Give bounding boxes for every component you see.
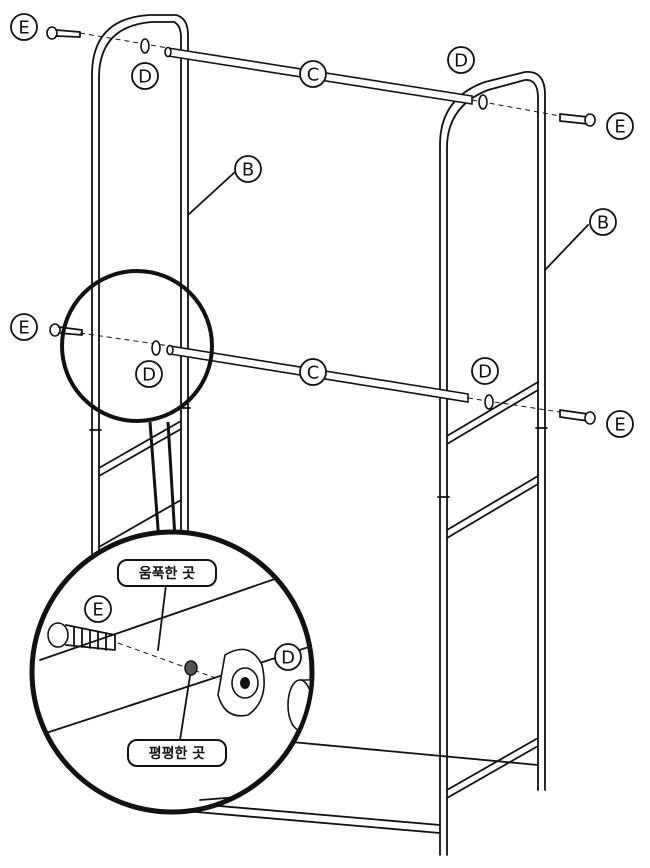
label-d-lower-right: D (471, 357, 499, 385)
label-e-lower-left: E (10, 313, 38, 341)
label-d-lower-left: D (135, 360, 163, 388)
svg-text:B: B (597, 213, 609, 234)
svg-text:E: E (614, 117, 625, 138)
connector-d-lower-right (484, 394, 494, 410)
svg-text:평평한 곳: 평평한 곳 (149, 745, 206, 762)
detail-bolt-e (47, 622, 116, 651)
tag-concave-spot: 움푹한 곳 (117, 559, 217, 587)
bolt-e-upper-left (46, 26, 81, 40)
svg-text:E: E (18, 18, 29, 39)
connector-d-upper-right (478, 94, 488, 110)
magnifier-small-circle (60, 269, 214, 423)
left-frame (89, 14, 191, 561)
svg-text:B: B (242, 160, 254, 181)
connector-d-upper-left (140, 38, 150, 54)
label-d-upper-left: D (131, 62, 159, 90)
label-c-upper: C (299, 60, 327, 88)
svg-text:D: D (138, 67, 152, 88)
flat-spot-hole (184, 660, 198, 676)
svg-text:E: E (614, 415, 625, 436)
svg-text:C: C (307, 65, 320, 86)
label-b-left: B (234, 155, 262, 183)
svg-text:E: E (18, 318, 29, 339)
label-e-detail: E (84, 595, 112, 623)
right-frame (437, 71, 548, 856)
detail-connector-d (217, 648, 265, 717)
label-e-upper-right: E (606, 112, 634, 140)
label-e-upper-left: E (10, 13, 38, 41)
bolt-e-lower-left (49, 323, 83, 337)
svg-text:E: E (92, 600, 103, 621)
label-d-upper-right: D (447, 46, 475, 74)
connector-d-lower-left (151, 340, 161, 356)
bolt-e-lower-right (559, 409, 596, 425)
tag-flat-spot: 평평한 곳 (127, 739, 227, 767)
svg-text:D: D (142, 365, 156, 386)
label-e-lower-right: E (606, 410, 634, 438)
svg-text:D: D (478, 362, 492, 383)
label-b-right: B (589, 208, 617, 236)
svg-text:C: C (307, 363, 320, 384)
bolt-e-upper-right (559, 113, 596, 127)
label-d-detail: D (274, 643, 302, 671)
svg-text:움푹한 곳: 움푹한 곳 (139, 566, 196, 582)
label-c-lower: C (299, 358, 327, 386)
svg-text:D: D (281, 648, 295, 669)
svg-text:D: D (454, 51, 468, 72)
